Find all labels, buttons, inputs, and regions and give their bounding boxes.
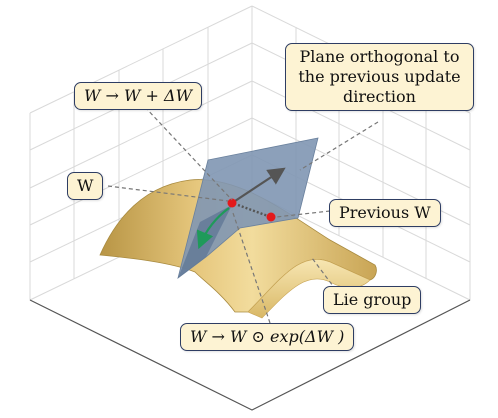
additive-update-label: W → W + ΔW	[74, 82, 203, 110]
orthogonal-plane-label: Plane orthogonal to the previous update …	[285, 43, 474, 111]
previous-w-label: Previous W	[329, 199, 441, 227]
lie-group-label: Lie group	[323, 286, 422, 314]
previous-w-point	[266, 212, 276, 222]
current-w-point	[227, 198, 237, 208]
previous-step-path	[237, 203, 269, 218]
geodesic-update-arrow	[196, 207, 230, 250]
w-label: W	[67, 172, 104, 200]
multiplicative-update-label: W → W ⊙ exp(ΔW )	[180, 323, 355, 351]
leader-lines	[107, 106, 379, 324]
update-direction-arrow	[231, 167, 286, 204]
